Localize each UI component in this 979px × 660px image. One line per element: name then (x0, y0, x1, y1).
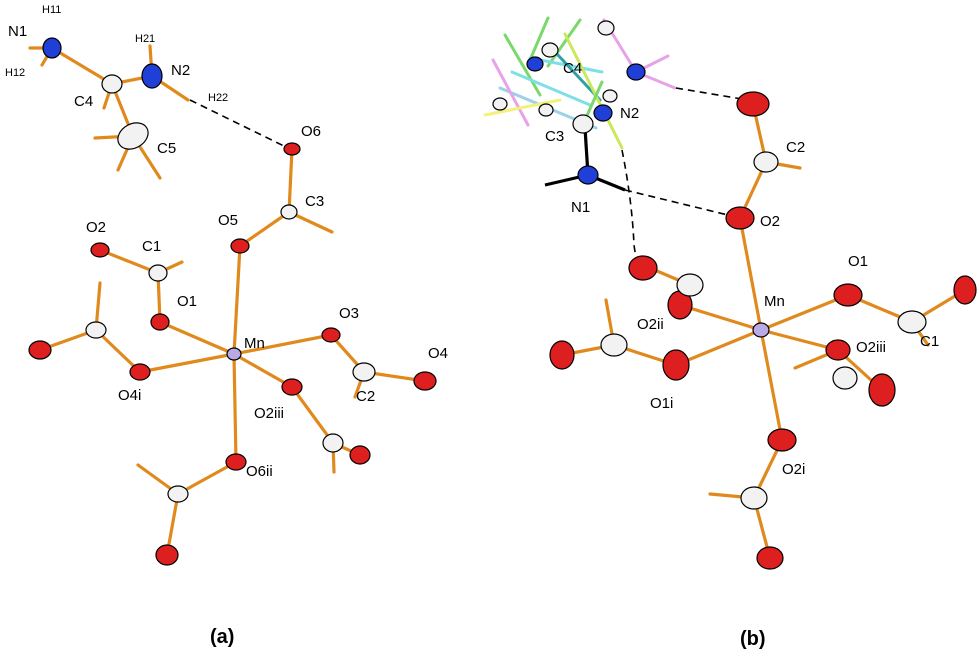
atom-n2-a (141, 63, 163, 89)
panel-a-bonds (28, 44, 427, 557)
atom-o2-b (725, 206, 755, 230)
label-n2-a: N2 (171, 62, 190, 79)
label-o6ii-a: O6ii (246, 463, 273, 480)
label-h22-a: H22 (208, 92, 228, 104)
label-mn-a: Mn (244, 335, 265, 352)
atom-o-right-a (349, 445, 371, 465)
label-c2-a: C2 (356, 388, 375, 405)
panel-b-structure: C4 N2 C3 N1 C2 O2 O1 Mn O2ii C1 O2iii O1… (483, 16, 977, 570)
panel-b-labels: C4 N2 C3 N1 C2 O2 O1 Mn O2ii C1 O2iii O1… (545, 60, 939, 478)
label-o1i-b: O1i (650, 395, 673, 412)
label-c3-b: C3 (545, 128, 564, 145)
atom-c-o2iii-b (832, 366, 858, 390)
label-c2-b: C2 (786, 139, 805, 156)
atom-c3-a (280, 204, 298, 220)
label-c5-a: C5 (157, 140, 176, 157)
atom-c2-a (352, 362, 376, 382)
label-n1-b: N1 (571, 199, 590, 216)
atom-o2iii-a (281, 378, 303, 396)
atom-c-top-right-b (597, 20, 615, 36)
label-o5-a: O5 (218, 212, 238, 229)
label-o2-a: O2 (86, 219, 106, 236)
atom-o-left-a (28, 340, 52, 360)
atom-c-lower-a (322, 433, 344, 453)
panel-label-b: (b) (740, 628, 766, 650)
atom-c1-a (148, 264, 168, 282)
atom-c-mid-b (538, 103, 554, 117)
label-o3-a: O3 (339, 305, 359, 322)
label-o2-b: O2 (760, 213, 780, 230)
atom-o1-a (150, 313, 170, 331)
atom-c-bottom-a (167, 485, 189, 503)
panel-label-a: (a) (210, 626, 234, 648)
atom-c-ring-a (85, 321, 107, 339)
atom-o4-a (413, 371, 437, 391)
label-h11-a: H11 (42, 4, 61, 16)
atom-o-hb-b (628, 255, 658, 281)
label-o1-a: O1 (177, 293, 197, 310)
panel-b-hydrogen-bonds (621, 87, 749, 263)
label-c4-b: C4 (563, 60, 582, 77)
label-h12-a: H12 (5, 67, 25, 79)
atom-c4-b (541, 42, 559, 58)
atom-c-left-ring-b (600, 333, 628, 357)
label-o4i-a: O4i (118, 387, 141, 404)
atom-c3-b (572, 114, 594, 134)
atom-n1-a (42, 37, 62, 59)
label-o2iii-a: O2iii (254, 405, 284, 422)
label-o1-b: O1 (848, 253, 868, 270)
panel-a-atoms (28, 37, 437, 566)
atom-o2iii-b (825, 339, 851, 361)
label-mn-b: Mn (764, 293, 785, 310)
atom-o6-a (283, 142, 301, 156)
atom-c-bottom-b (740, 486, 768, 510)
atom-o6ii-a (225, 453, 247, 471)
label-c3-a: C3 (305, 193, 324, 210)
atom-o1i-b (662, 349, 690, 381)
panel-a-structure: N1 H11 H12 H21 N2 H22 C4 C5 O6 C3 O5 O2 … (5, 4, 448, 566)
atom-mn-b (752, 322, 770, 338)
panel-a-labels: N1 H11 H12 H21 N2 H22 C4 C5 O6 C3 O5 O2 … (5, 4, 448, 480)
atom-c-o2ii-b (676, 273, 704, 297)
atom-o-lower-right-b (868, 373, 896, 407)
atom-o2-a (90, 242, 110, 258)
label-c1-a: C1 (142, 238, 161, 255)
label-o2ii-b: O2ii (637, 316, 664, 333)
atom-c-n2-b (602, 89, 618, 103)
atom-n-top-b (526, 56, 544, 72)
label-n1-a: N1 (8, 23, 27, 40)
atom-o-far-right-b (953, 275, 977, 305)
atom-o4i-a (129, 363, 151, 381)
label-c4-a: C4 (74, 93, 93, 110)
atom-o1-b (833, 283, 863, 307)
atom-o-bottom-b (756, 546, 784, 570)
atom-c4-a (101, 74, 123, 94)
label-o6-a: O6 (301, 123, 321, 140)
atom-c5-a (117, 122, 149, 150)
atom-mn-a (226, 347, 242, 361)
atom-o-far-left-b (549, 340, 575, 370)
atom-c2-b (753, 151, 779, 173)
atom-o-bottom-a (155, 544, 179, 566)
atom-o5-a (230, 238, 250, 254)
label-n2-b: N2 (620, 105, 639, 122)
atom-n2-b (593, 104, 613, 122)
label-o2i-b: O2i (782, 461, 805, 478)
atom-c1-b (897, 310, 927, 334)
atom-n-top-right-b (626, 63, 646, 81)
label-h21-a: H21 (135, 33, 155, 45)
atom-o-top-b (736, 91, 770, 117)
panel-b-atoms (492, 20, 977, 570)
hydrogen-bond-a (189, 99, 289, 149)
label-c1-b: C1 (920, 333, 939, 350)
label-o4-a: O4 (428, 345, 448, 362)
atom-o3-a (321, 327, 341, 343)
atom-c-left-b (492, 97, 508, 111)
label-o2iii-b: O2iii (856, 339, 886, 356)
atom-o2i-b (767, 428, 797, 452)
atom-n1-b (577, 165, 599, 185)
